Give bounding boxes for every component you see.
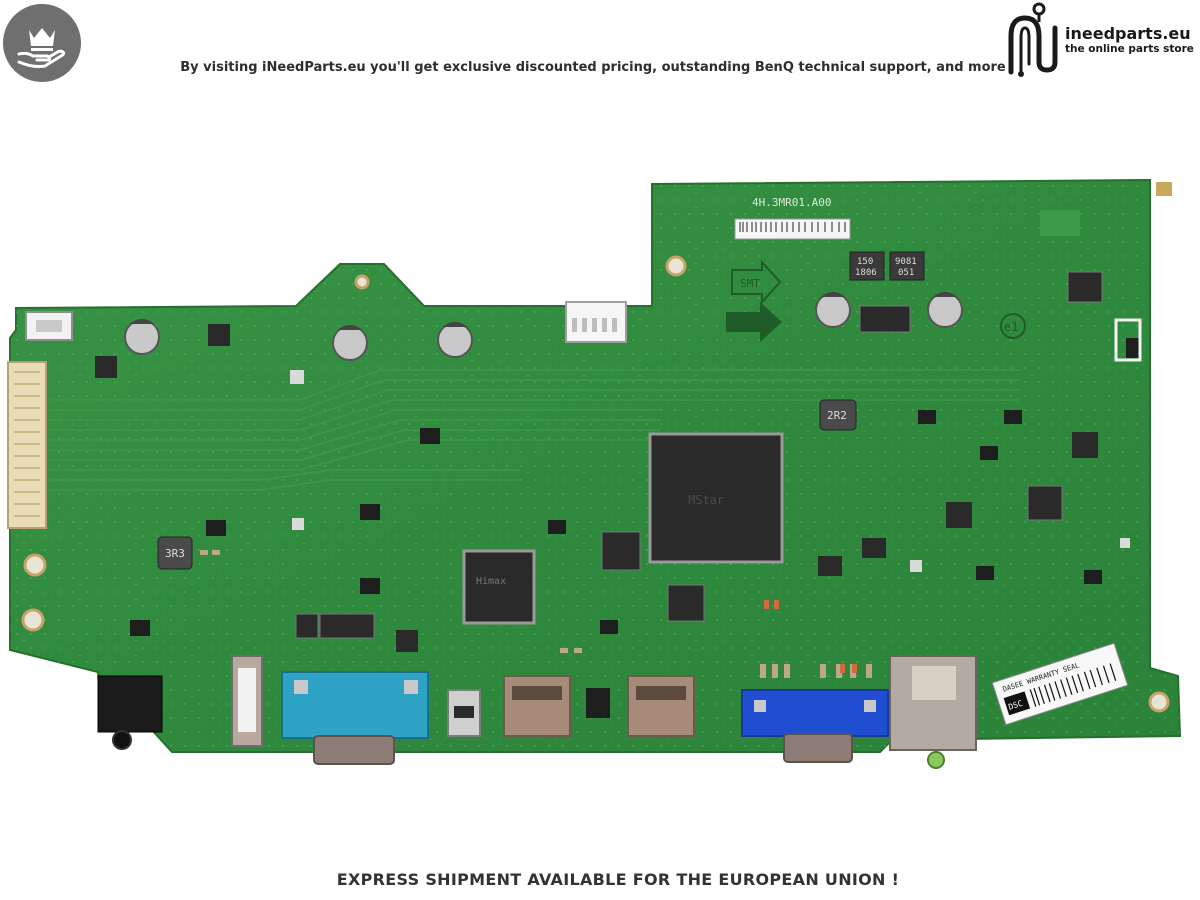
audio-jack	[97, 675, 163, 733]
copper-area	[1040, 210, 1080, 236]
logo-name: ineedparts.eu	[1065, 24, 1191, 43]
smt-arrow-solid	[726, 302, 782, 342]
hdmi-port-1	[503, 675, 571, 737]
crown-in-hand-icon	[17, 28, 66, 68]
lvds-ribbon-connector	[7, 361, 47, 529]
mounting-pad	[1148, 691, 1170, 713]
svg-text:Himax: Himax	[476, 576, 506, 587]
smt-arrow-outline	[731, 259, 782, 305]
ic-chip	[601, 531, 641, 571]
right-side-bracket	[1114, 318, 1142, 362]
ic-chip	[295, 613, 319, 639]
footer-shipping-notice: EXPRESS SHIPMENT AVAILABLE FOR THE EUROP…	[336, 870, 900, 889]
vga-connector-right	[741, 689, 889, 737]
ic-chip	[862, 538, 886, 558]
ineedparts-logo[interactable]: ineedparts.eu the online parts store	[1003, 2, 1198, 78]
ic-chip	[946, 502, 972, 528]
svg-text:2R2: 2R2	[827, 409, 847, 422]
inductors: 150 1806 9081 051 2R2 3R3	[157, 251, 925, 570]
corner-pad	[1156, 182, 1172, 196]
himax-chip	[462, 549, 536, 625]
main-scaler-chip	[648, 432, 784, 564]
mounting-pad	[21, 608, 45, 632]
svg-text:MStar: MStar	[688, 493, 724, 507]
ic-chip	[1072, 432, 1098, 458]
ic-chip	[859, 305, 911, 333]
ic-chip	[208, 324, 230, 346]
svg-text:e1: e1	[1004, 320, 1018, 334]
smt-label: SMT	[740, 277, 760, 290]
ic-chip	[396, 630, 418, 652]
header-tagline: By visiting iNeedParts.eu you'll get exc…	[180, 60, 1006, 75]
circuit-n-logo-icon	[1008, 2, 1058, 77]
ic-chip	[1027, 485, 1063, 521]
mounting-pad	[665, 255, 687, 277]
ic-chip	[818, 556, 842, 576]
svg-text:1806: 1806	[855, 268, 877, 278]
board-revision-label: 4H.3MR01.A00	[752, 196, 831, 209]
ic-chip	[319, 613, 375, 639]
mounting-pad	[354, 274, 370, 290]
warranty-seal-sticker: DASEE WARRANTY SEAL DSC	[991, 642, 1129, 726]
svg-text:150: 150	[857, 257, 873, 267]
svg-text:051: 051	[898, 268, 914, 278]
svg-text:9081: 9081	[895, 257, 917, 267]
ic-chip	[1067, 271, 1103, 303]
svg-text:DSC: DSC	[1007, 699, 1024, 712]
mounting-pad	[23, 553, 47, 577]
logo-tagline: the online parts store	[1065, 43, 1194, 55]
ic-chip	[95, 356, 117, 378]
e1-mark	[1000, 313, 1026, 339]
electrolytic-capacitors	[124, 292, 963, 361]
svg-text:3R3: 3R3	[165, 547, 185, 560]
hdmi-port-2	[627, 675, 695, 737]
crown-hand-badge	[3, 4, 81, 82]
ic-chip	[667, 584, 705, 622]
